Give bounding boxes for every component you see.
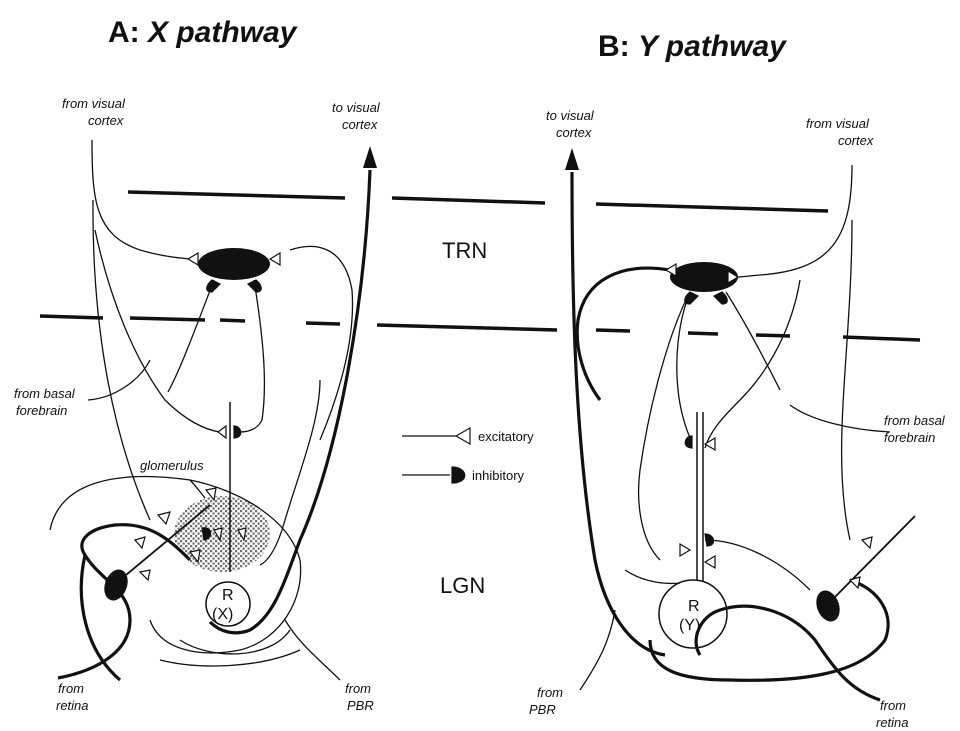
b-from-pbr-l2: PBR: [529, 702, 556, 717]
b-cortical-exc-on-relay: [705, 438, 715, 450]
panel-a-circuit: [50, 140, 377, 680]
b-trn-dendrite-right: [726, 292, 780, 390]
b-from-retina-l2: retina: [876, 715, 909, 730]
b-trn-inh-on-relay: [685, 436, 692, 448]
b-trn-inh-2: [714, 292, 727, 304]
a-retinal-axon: [58, 525, 190, 678]
b-to-visual-cortex-l2: cortex: [556, 125, 592, 140]
a-exc-3: [140, 570, 150, 580]
b-from-basal-forebrain-l2: forebrain: [884, 430, 935, 445]
a-from-retina-l1: from: [58, 681, 84, 696]
a-exc-2: [135, 537, 145, 548]
b-relay-label-r: R: [688, 598, 700, 615]
a-from-visual-cortex-l2: cortex: [88, 113, 124, 128]
lgn-label: LGN: [440, 573, 485, 598]
panel-b-circuit: [565, 148, 915, 700]
b-trn-axon-to-relay: [677, 292, 690, 438]
a-trn-inh-1: [207, 280, 220, 292]
a-interneuron: [100, 566, 132, 604]
a-exc-1: [158, 512, 170, 524]
a-pbr-axon: [285, 620, 340, 680]
a-trn-axon-to-relay: [240, 280, 264, 432]
a-cortical-exc-on-relay: [218, 426, 226, 438]
a-from-visual-cortex-l1: from visual: [62, 96, 126, 111]
a-relay-label-x: (X): [212, 606, 233, 623]
a-trn-cell: [198, 248, 270, 280]
excitatory-synapse-icon: [456, 428, 470, 444]
legend-excitatory: excitatory: [402, 428, 534, 444]
trn-label: TRN: [442, 238, 487, 263]
b-from-visual-cortex-l2: cortex: [838, 133, 874, 148]
a-from-pbr-l2: PBR: [347, 698, 374, 713]
legend-inhibitory: inhibitory: [402, 467, 525, 483]
a-from-basal-forebrain-l1: from basal: [14, 386, 76, 401]
a-trn-inh-on-relay: [234, 426, 241, 438]
b-trn-inh-1: [685, 292, 698, 304]
b-relay-axon-to-cortex: [572, 172, 665, 655]
b-relay-collateral-loop: [577, 268, 670, 400]
b-inh-on-relay: [705, 534, 714, 546]
a-to-visual-cortex-l1: to visual: [332, 100, 381, 115]
b-exc-on-relay-2: [705, 556, 715, 568]
legend: excitatory inhibitory: [402, 428, 534, 483]
legend-inhibitory-label: inhibitory: [472, 468, 525, 483]
glomerulus-label: glomerulus: [140, 458, 204, 473]
b-to-visual-cortex-l1: to visual: [546, 108, 595, 123]
b-interneuron-axon: [705, 540, 810, 590]
a-basal-forebrain-axon: [88, 360, 150, 400]
b-trn-dendrite-left: [639, 292, 690, 560]
b-exc-1: [862, 537, 872, 548]
a-trn-dendrite-left: [168, 280, 214, 392]
panel-a-title: A: X pathway: [108, 16, 298, 49]
b-from-retina-l1: from: [880, 698, 906, 713]
panel-b-title: B: Y pathway: [598, 30, 787, 63]
a-trn-inh-2: [248, 280, 261, 292]
a-arrowhead: [363, 146, 377, 168]
legend-excitatory-label: excitatory: [478, 429, 534, 444]
b-cortical-axon-branch: [842, 220, 852, 540]
a-lower-loop: [160, 650, 300, 666]
b-cortical-axon: [738, 165, 852, 277]
b-from-visual-cortex-l1: from visual: [806, 116, 870, 131]
a-relay-exc-synapse: [270, 253, 280, 265]
inhibitory-synapse-icon: [452, 467, 465, 483]
a-relay-label-r: R: [222, 587, 234, 604]
b-exc-on-relay-1: [680, 544, 690, 556]
b-relay-label-y: (Y): [679, 617, 700, 634]
b-from-basal-forebrain-l1: from basal: [884, 413, 946, 428]
a-to-visual-cortex-l2: cortex: [342, 117, 378, 132]
b-arrowhead: [565, 148, 579, 170]
b-pbr-axon: [580, 610, 615, 690]
b-lgn-arc: [625, 570, 680, 583]
b-interneuron-dendrite: [832, 516, 915, 600]
a-from-pbr-l1: from: [345, 681, 371, 696]
trn-upper-boundary: [128, 192, 828, 211]
b-exc-2: [850, 577, 860, 588]
a-relay-collateral: [290, 246, 353, 440]
a-cortical-exc-synapse: [188, 253, 198, 265]
trn-lower-boundary: [40, 316, 920, 340]
b-cortical-to-relay: [705, 280, 800, 448]
b-from-pbr-l1: from: [537, 685, 563, 700]
b-basal-forebrain-axon: [790, 405, 890, 432]
a-from-retina-l2: retina: [56, 698, 89, 713]
a-cortical-axon: [92, 140, 190, 259]
a-from-basal-forebrain-l2: forebrain: [16, 403, 67, 418]
